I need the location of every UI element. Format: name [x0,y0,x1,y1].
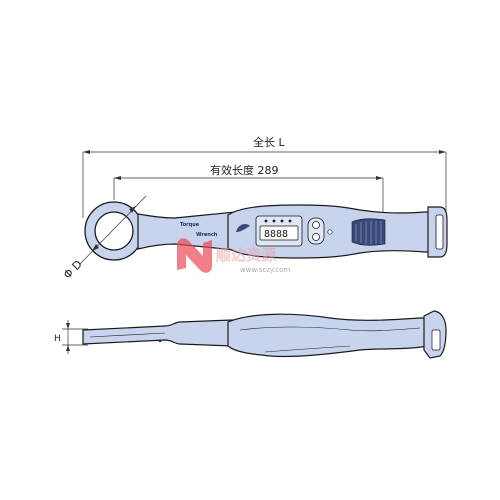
ring-bore [94,211,134,251]
effective-length-label: 有效长度 289 [210,163,279,177]
lcd-screen [259,225,299,241]
brand-logo-swoosh [236,224,250,232]
wrench-top-view: 8888 Torque Wrench [84,201,448,261]
mode-button [312,233,320,241]
diameter-label: Φ D [61,258,85,282]
watermark-url: www.sczy.com [240,266,290,274]
watermark-logo [177,238,212,273]
side-body [227,313,429,358]
overall-length-dimension: 全长 L [82,135,447,218]
brand-label: Torque [180,222,200,228]
model-label: Wrench [196,232,218,238]
power-button [312,221,320,229]
overall-length-label: 全长 L [253,135,285,149]
watermark-cn-text: 顺达资源 [216,246,276,264]
effective-length-dimension: 有效长度 289 [113,163,384,222]
watermark: 顺达资源 www.sczy.com [177,238,290,274]
height-dimension: H [54,320,88,354]
grip-ribs [351,218,386,246]
wrench-side-view [82,310,447,359]
lcd-digits: 8888 [264,229,288,240]
height-label: H [54,334,61,344]
control-button-group [307,217,325,245]
side-head-shaft [82,319,233,347]
